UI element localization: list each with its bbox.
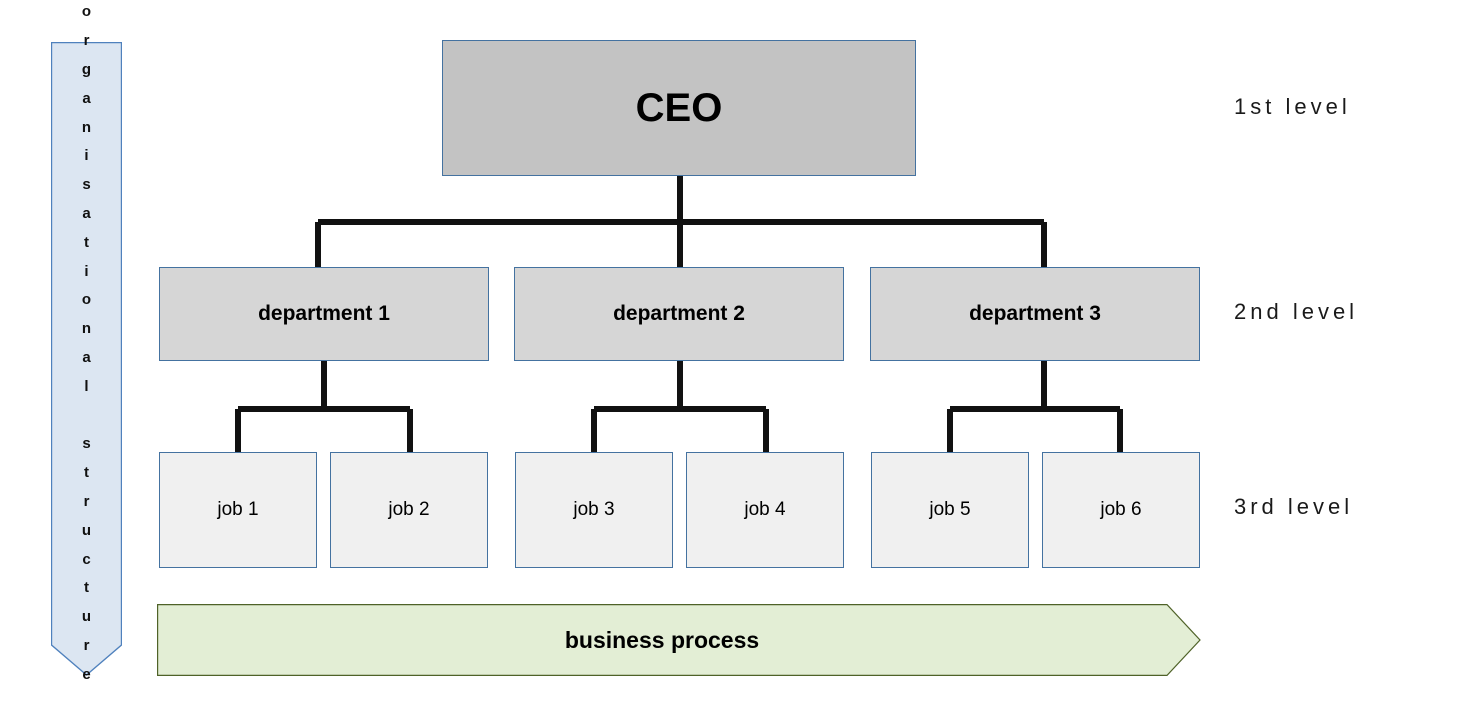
business-process-arrow: business process [157, 604, 1201, 676]
node-ceo[interactable]: CEO [442, 40, 916, 176]
node-job-2[interactable]: job 2 [330, 452, 488, 568]
node-job-3[interactable]: job 3 [515, 452, 673, 568]
node-job-4[interactable]: job 4 [686, 452, 844, 568]
node-job-5[interactable]: job 5 [871, 452, 1029, 568]
node-department-1[interactable]: department 1 [159, 267, 489, 361]
level-label-2: 2nd level [1234, 299, 1359, 324]
node-job-1[interactable]: job 1 [159, 452, 317, 568]
node-department-2[interactable]: department 2 [514, 267, 844, 361]
organisational-structure-arrow: o r g a n i s a t i o n a l s t r u c t … [51, 3, 122, 683]
right-arrow-shape [157, 604, 1201, 676]
level-label-1: 1st level [1234, 94, 1351, 119]
node-department-3[interactable]: department 3 [870, 267, 1200, 361]
node-job-6[interactable]: job 6 [1042, 452, 1200, 568]
level-label-3: 3rd level [1234, 494, 1354, 519]
down-arrow-shape [51, 42, 122, 676]
